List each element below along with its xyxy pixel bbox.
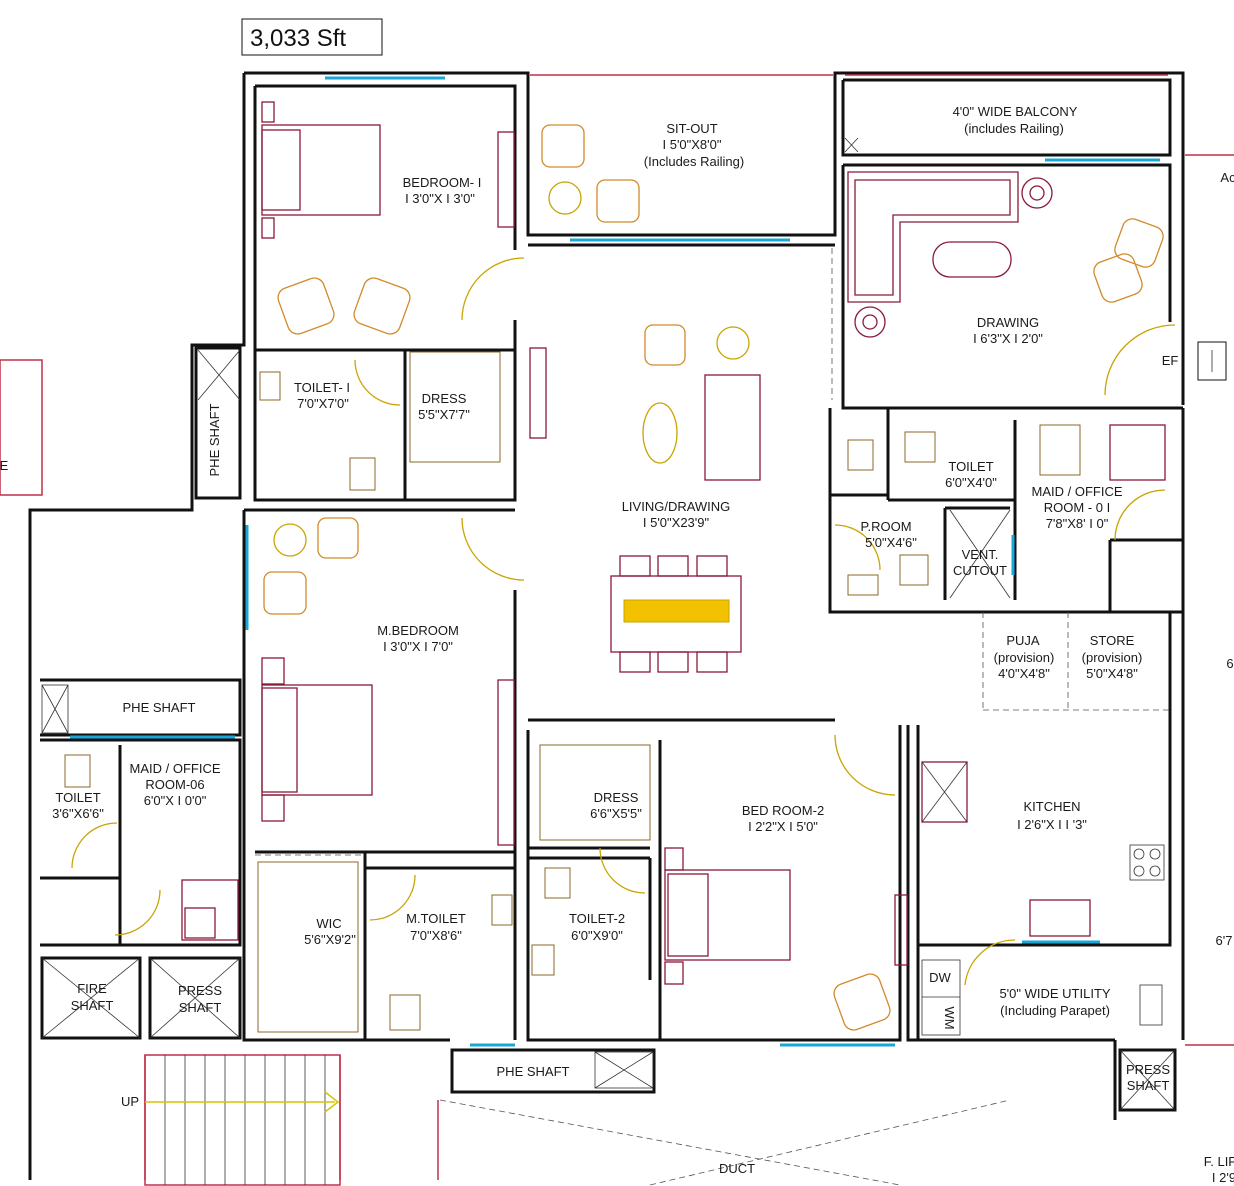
room-note: 6'0"X I 0'0" (144, 793, 207, 808)
room-name: KITCHEN (1023, 799, 1080, 814)
room-size: (provision) (1082, 650, 1143, 665)
room-name: SIT-OUT (666, 121, 717, 136)
furniture (181, 101, 1166, 1036)
room-size: 7'0"X7'0" (297, 396, 349, 411)
room-note: 4'0"X4'8" (998, 666, 1050, 681)
room-size: 6'6"X5'5" (590, 806, 642, 821)
room-name: TOILET- I (294, 380, 350, 395)
room-size: 7'0"X8'6" (410, 928, 462, 943)
room-size: 5'5"X7'7" (418, 407, 470, 422)
room-size: I 5'0"X8'0" (662, 137, 721, 152)
walls (28, 71, 1185, 1180)
edge-fragment: E (0, 458, 9, 473)
room-name: BEDROOM- I (403, 175, 482, 190)
room-size: 3'6"X6'6" (52, 806, 104, 821)
room-name: PHE SHAFT (123, 700, 196, 715)
doors (71, 257, 1176, 986)
lift-fragment-2: I 2'9 (1212, 1170, 1234, 1185)
room-name: FIRE (77, 981, 107, 996)
room-size: I 3'0"X I 7'0" (383, 639, 453, 654)
shaft-marks (41, 137, 1176, 1111)
room-size: 5'0"X4'6" (865, 535, 917, 550)
room-size: I 2'6"X I I '3" (1017, 817, 1087, 832)
fixtures (64, 371, 1081, 1031)
room-name: LIVING/DRAWING (622, 499, 731, 514)
room-name: PRESS (1126, 1062, 1170, 1077)
ef-label: EF (1162, 353, 1179, 368)
stairs: UP (121, 1054, 341, 1186)
room-size: (Including Parapet) (1000, 1003, 1110, 1018)
room-size: 6'0"X9'0" (571, 928, 623, 943)
edge-fragment: 6'7 (1216, 933, 1233, 948)
lift-fragment: F. LIF (1204, 1154, 1234, 1169)
room-size: I 3'0"X I 3'0" (405, 191, 475, 206)
room-name: DRESS (422, 391, 467, 406)
room-name: M.TOILET (406, 911, 466, 926)
dw-label: DW (929, 970, 951, 985)
dashed-lines (255, 248, 1170, 1186)
room-name: BED ROOM-2 (742, 803, 824, 818)
room-name-vertical: PHE SHAFT (207, 403, 222, 476)
room-note: 5'0"X4'8" (1086, 666, 1138, 681)
room-name: PUJA (1006, 633, 1040, 648)
room-note: 7'8"X8' I 0" (1046, 516, 1109, 531)
area-label-box (241, 18, 383, 56)
room-name: TOILET (948, 459, 993, 474)
duct-label: DUCT (719, 1161, 755, 1176)
room-size: SHAFT (71, 998, 114, 1013)
room-name: 5'0" WIDE UTILITY (999, 986, 1110, 1001)
room-name: DRESS (594, 790, 639, 805)
room-name: MAID / OFFICE (1032, 484, 1123, 499)
room-size: SHAFT (179, 1000, 222, 1015)
room-note: (Includes Railing) (644, 154, 744, 169)
room-name: PRESS (178, 983, 222, 998)
room-name: MAID / OFFICE (130, 761, 221, 776)
room-name: 4'0" WIDE BALCONY (953, 104, 1078, 119)
room-name: PHE SHAFT (497, 1064, 570, 1079)
windows (70, 76, 1160, 1047)
room-size: (provision) (994, 650, 1055, 665)
edge-fragment: 6 (1226, 656, 1233, 671)
room-size: I 6'3"X I 2'0" (973, 331, 1043, 346)
stair-up-label: UP (121, 1094, 139, 1109)
room-size: ROOM-06 (145, 777, 204, 792)
wm-label: WM (942, 1006, 957, 1029)
room-labels: BEDROOM- I I 3'0"X I 3'0" SIT-OUT I 5'0"… (0, 104, 1234, 1185)
room-size: I 2'2"X I 5'0" (748, 819, 818, 834)
room-name: M.BEDROOM (377, 623, 459, 638)
room-name: DRAWING (977, 315, 1039, 330)
room-note: (includes Railing) (964, 121, 1064, 136)
room-name: WIC (316, 916, 341, 931)
edge-fragment: Ac (1220, 170, 1234, 185)
room-name: STORE (1090, 633, 1135, 648)
room-size: 5'6"X9'2" (304, 932, 356, 947)
room-size: CUTOUT (953, 563, 1007, 578)
room-size: I 5'0"X23'9" (643, 515, 710, 530)
area-label: 3,033 Sft (250, 25, 346, 52)
room-name: TOILET-2 (569, 911, 625, 926)
room-size: SHAFT (1127, 1078, 1170, 1093)
room-size: ROOM - 0 I (1044, 500, 1110, 515)
room-size: 6'0"X4'0" (945, 475, 997, 490)
room-name: TOILET (55, 790, 100, 805)
room-name: VENT. (962, 547, 999, 562)
room-name: P.ROOM (860, 519, 911, 534)
